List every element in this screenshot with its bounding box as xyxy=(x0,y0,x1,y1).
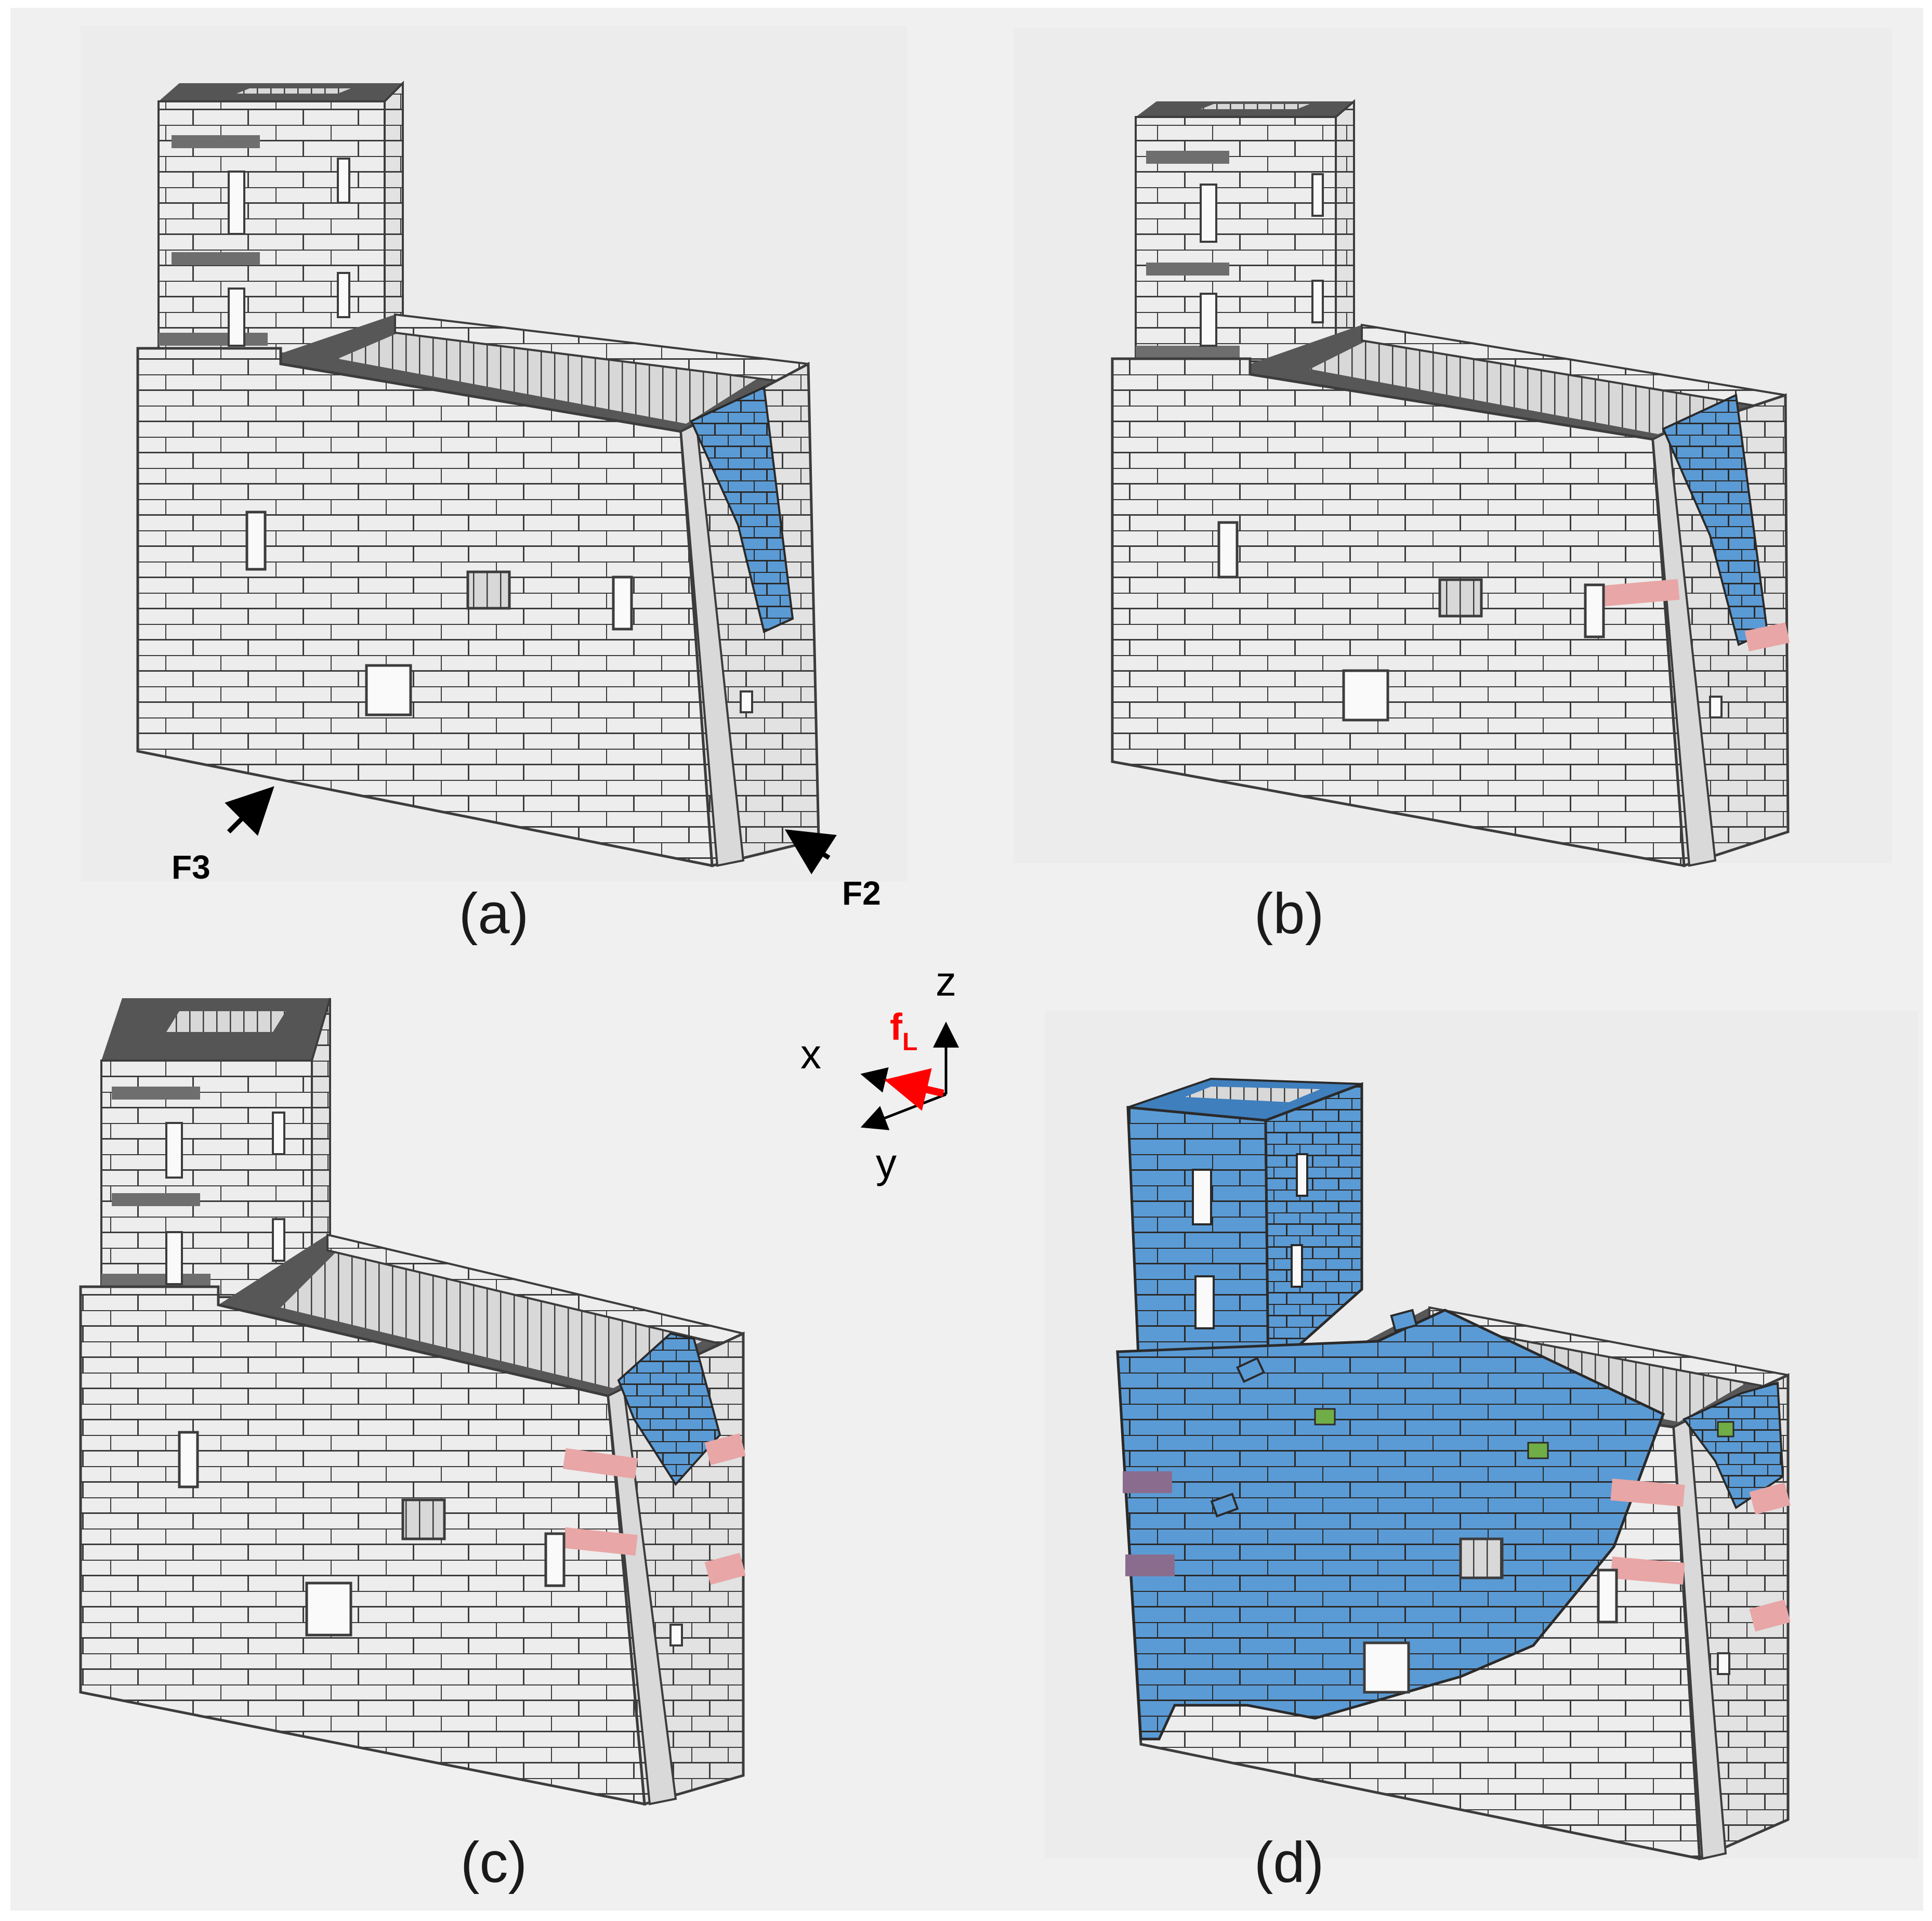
damaged-band xyxy=(563,1527,638,1556)
arrow-f2 xyxy=(784,829,837,874)
panel-d-model xyxy=(1116,1077,1791,1861)
load-label-sub: L xyxy=(902,1028,917,1056)
load-arrow xyxy=(884,1068,944,1111)
y-axis-label: y xyxy=(876,1140,897,1186)
panel-a-annotations: F3 F2 xyxy=(172,786,881,912)
panel-a-model xyxy=(136,81,820,868)
panel-label-b: (b) xyxy=(1254,882,1324,946)
damaged-band xyxy=(704,1433,746,1466)
axes-triad: z x y fL xyxy=(800,958,959,1186)
panel-label-d: (d) xyxy=(1254,1831,1324,1894)
label-f2: F2 xyxy=(842,874,881,912)
x-axis-label: x xyxy=(800,1031,821,1077)
label-f3: F3 xyxy=(172,848,211,886)
panel-label-a: (a) xyxy=(459,882,529,946)
damaged-band xyxy=(1749,1482,1791,1515)
load-label-main: f xyxy=(890,1007,903,1048)
damaged-band xyxy=(1610,1478,1685,1507)
damaged-band xyxy=(562,1448,638,1479)
damaged-band xyxy=(1744,622,1790,651)
dark-band xyxy=(1125,1554,1175,1576)
damaged-band xyxy=(1602,579,1680,607)
green-marker xyxy=(1717,1421,1734,1438)
green-marker xyxy=(1314,1408,1336,1426)
damaged-band xyxy=(1610,1556,1685,1585)
damaged-band xyxy=(704,1552,746,1585)
damaged-band xyxy=(1749,1599,1791,1632)
dark-band xyxy=(1123,1471,1172,1493)
arrow-f3 xyxy=(225,786,274,836)
panel-c-model xyxy=(79,998,746,1806)
green-marker xyxy=(1527,1442,1549,1459)
load-label: fL xyxy=(890,1007,917,1056)
z-axis-label: z xyxy=(936,958,956,1004)
panel-label-c: (c) xyxy=(461,1831,527,1894)
panel-b-model xyxy=(1111,99,1790,868)
